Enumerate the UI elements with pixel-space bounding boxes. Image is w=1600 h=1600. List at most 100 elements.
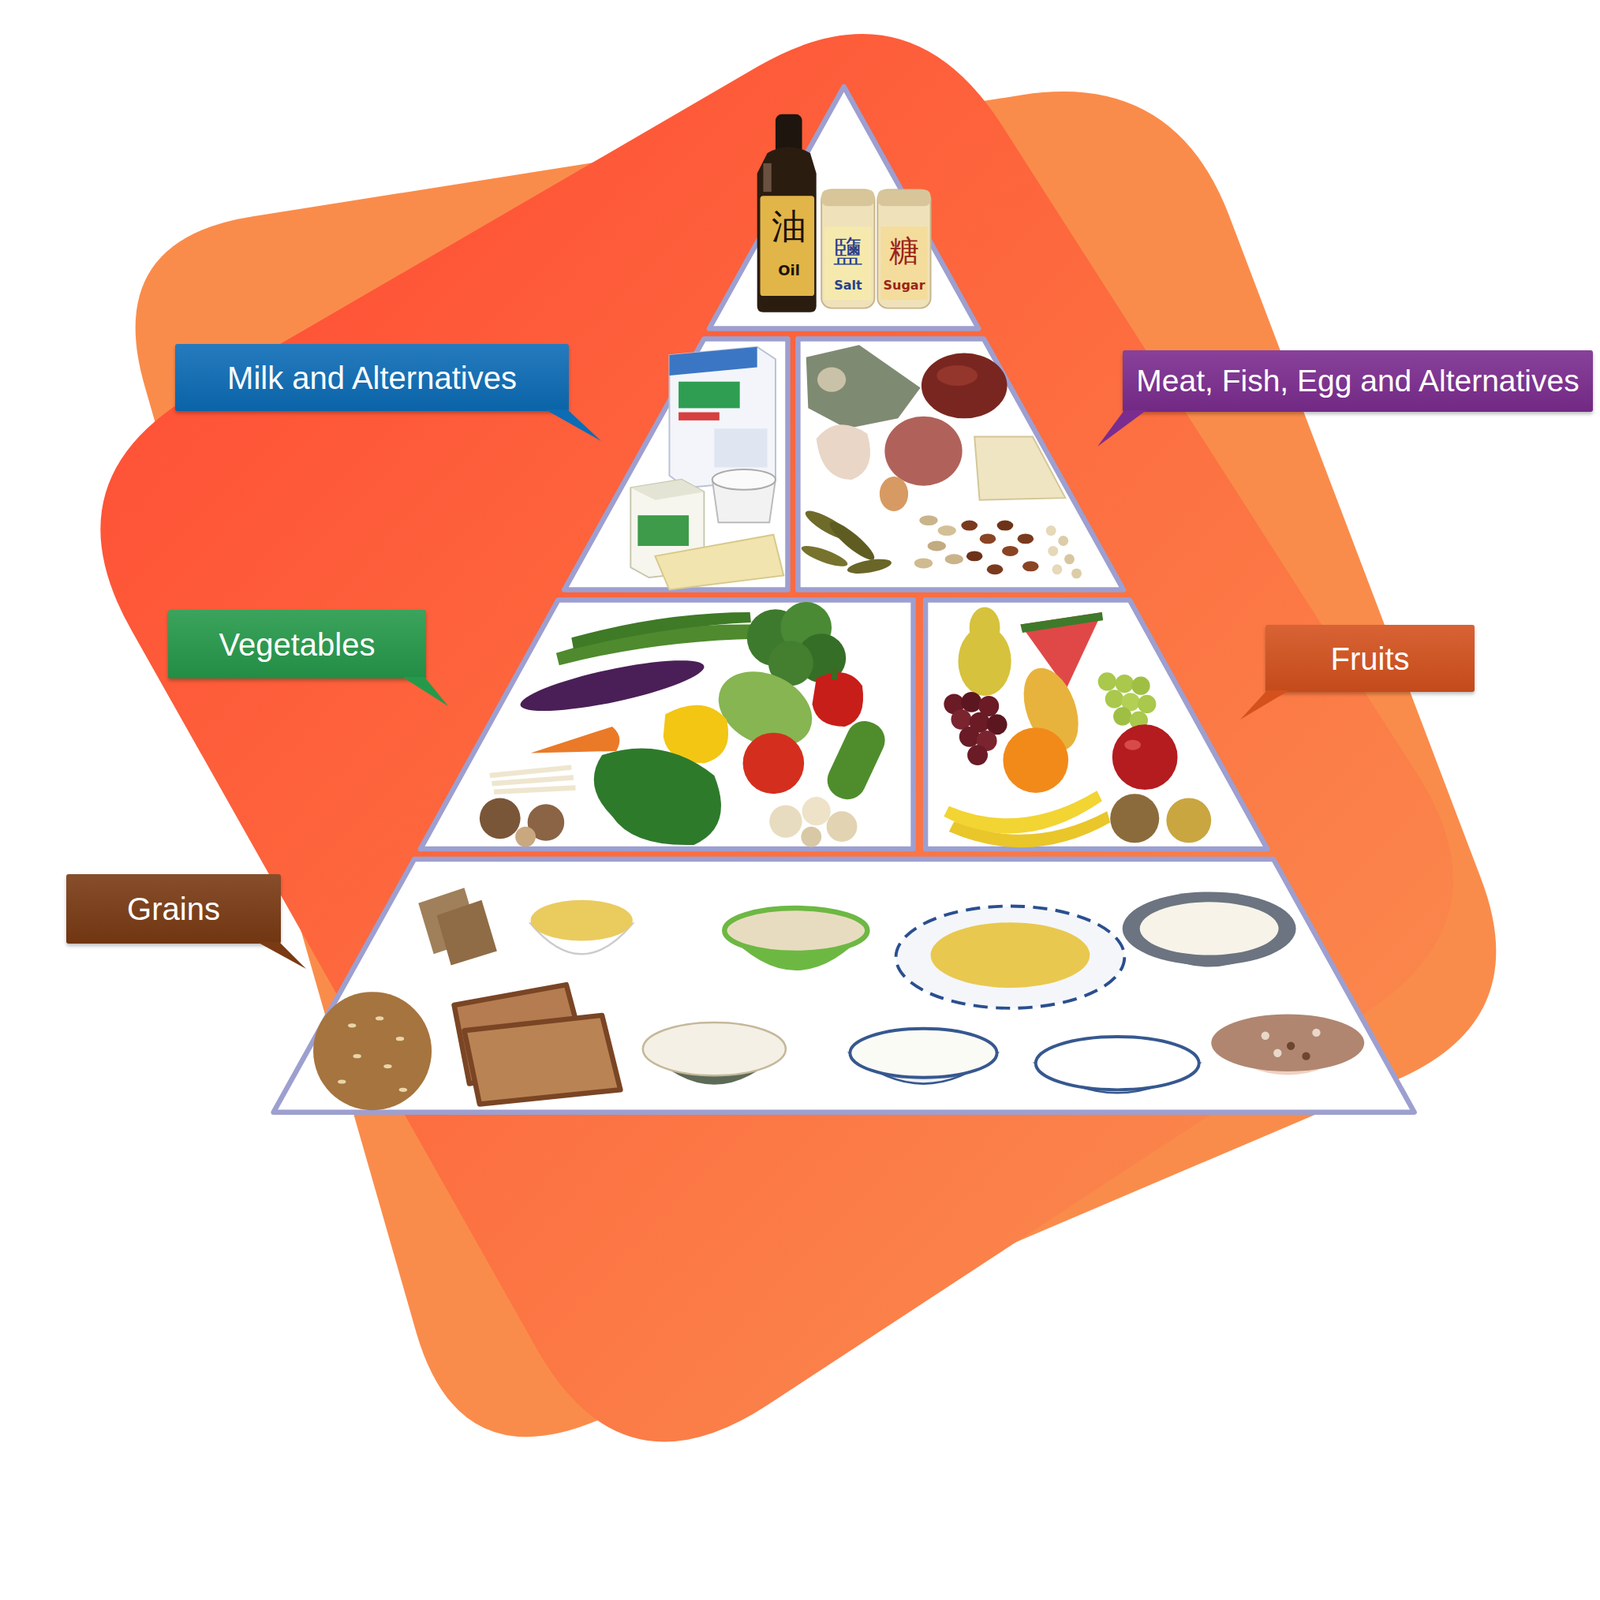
meat-fish-foods	[960, 520, 978, 531]
fruit-foods	[969, 607, 1001, 649]
fruit-foods	[1115, 674, 1134, 693]
grain-foods	[1211, 1014, 1365, 1072]
grain-foods	[1122, 891, 1297, 965]
pyramid-cell	[797, 338, 1124, 590]
sugar-jar	[877, 190, 931, 207]
grain-foods	[383, 1064, 392, 1069]
meat-fish-foods	[986, 564, 1004, 575]
grain-foods	[313, 991, 432, 1111]
meat-fish-foods	[1047, 545, 1058, 557]
callout-label: Meat, Fish, Egg and Alternatives	[1122, 350, 1593, 412]
grain-foods	[337, 1079, 346, 1084]
meat-fish-foods	[1022, 560, 1040, 572]
pyramid-cell	[420, 600, 914, 850]
meat-fish-foods	[799, 344, 1082, 579]
callout-text: Vegetables	[219, 625, 376, 664]
oil-bottle	[757, 146, 817, 313]
vegetable-foods	[831, 667, 838, 681]
grain-foods	[1301, 1051, 1310, 1060]
fruit-foods	[1098, 672, 1117, 691]
milk-foods	[630, 479, 704, 501]
sugar-jar	[877, 190, 931, 309]
oil-bottle	[757, 114, 817, 313]
vegetable-foods	[489, 767, 576, 793]
fruit-foods	[950, 709, 972, 730]
milk-foods	[678, 412, 720, 421]
milk-foods	[712, 469, 776, 490]
meat-fish-foods	[1016, 533, 1034, 544]
meat-fish-foods	[884, 416, 962, 486]
grain-foods	[896, 906, 1126, 1009]
background-blob	[100, 33, 1454, 1442]
callout-tail	[402, 676, 449, 707]
callout-label: Grains	[66, 874, 281, 944]
salt-jar	[824, 226, 872, 300]
meat-fish-foods	[1046, 525, 1057, 536]
vegetable-foods	[802, 796, 831, 826]
fruit-foods	[1105, 689, 1124, 708]
meat-fish-foods	[945, 553, 964, 565]
milk-foods	[714, 428, 767, 468]
grain-foods	[642, 1022, 786, 1076]
milk-foods	[654, 534, 784, 591]
fruit-foods	[1137, 695, 1156, 714]
grain-foods	[1286, 1042, 1295, 1051]
vegetable-foods	[479, 797, 521, 839]
fruit-foods	[1131, 676, 1150, 696]
callout-label: Vegetables	[168, 609, 427, 679]
grain-foods	[1261, 1031, 1270, 1040]
grain-foods	[530, 900, 633, 942]
grain-foods	[353, 1054, 362, 1058]
sugar-jar	[877, 190, 931, 309]
meat-fish-foods	[806, 344, 921, 429]
jar-label: 鹽	[833, 235, 864, 266]
grain-foods	[1035, 1036, 1200, 1090]
fruit-foods	[949, 811, 1111, 848]
grain-foods	[849, 1028, 997, 1078]
meat-fish-foods	[1051, 564, 1062, 575]
vegetable-foods	[594, 747, 722, 845]
grain-foods	[724, 908, 868, 954]
meat-fish-foods	[997, 520, 1014, 531]
meat-fish-foods	[1001, 545, 1019, 557]
milk-foods	[669, 347, 757, 376]
callout-text: Fruits	[1330, 639, 1410, 678]
oil-bottle	[760, 195, 815, 296]
meat-fish-foods	[919, 515, 938, 526]
grain-foods	[463, 1015, 621, 1105]
meat-fish-foods	[914, 557, 933, 569]
illustration-group	[100, 33, 1496, 1442]
meat-fish-foods	[974, 437, 1066, 501]
callout-tail	[545, 409, 602, 442]
fruit-foods	[967, 744, 988, 766]
meat-fish-foods	[927, 540, 946, 551]
fruit-foods	[1113, 706, 1132, 726]
callout-label: Milk and Alternatives	[175, 343, 569, 412]
meat-fish-foods	[817, 367, 846, 393]
salt-jar	[821, 190, 875, 309]
callout-text: Grains	[127, 889, 221, 928]
salt-jar	[821, 190, 875, 309]
salt-jar	[821, 190, 875, 207]
background-blob	[100, 33, 1496, 1442]
grain-foods	[399, 1087, 408, 1092]
vegetable-foods	[515, 826, 536, 848]
callout-tail	[1240, 690, 1290, 720]
pyramid-cell	[709, 86, 979, 329]
jar-label: Sugar	[882, 279, 925, 292]
oil-bottle	[762, 163, 771, 192]
fruit-foods	[1124, 740, 1141, 751]
milk-foods	[637, 515, 689, 546]
meat-fish-foods	[921, 353, 1008, 419]
pyramid-cell	[273, 859, 1415, 1113]
meat-fish-foods	[879, 476, 909, 512]
grain-foods	[347, 1023, 356, 1028]
fruit-foods	[1166, 797, 1212, 843]
grain-foods	[375, 1016, 384, 1021]
fruit-foods	[943, 607, 1212, 849]
grain-foods	[313, 887, 1365, 1111]
meat-fish-foods	[979, 533, 997, 544]
grain-foods	[1312, 1028, 1320, 1037]
vegetable-foods	[826, 811, 858, 842]
vegetable-foods	[743, 732, 805, 795]
